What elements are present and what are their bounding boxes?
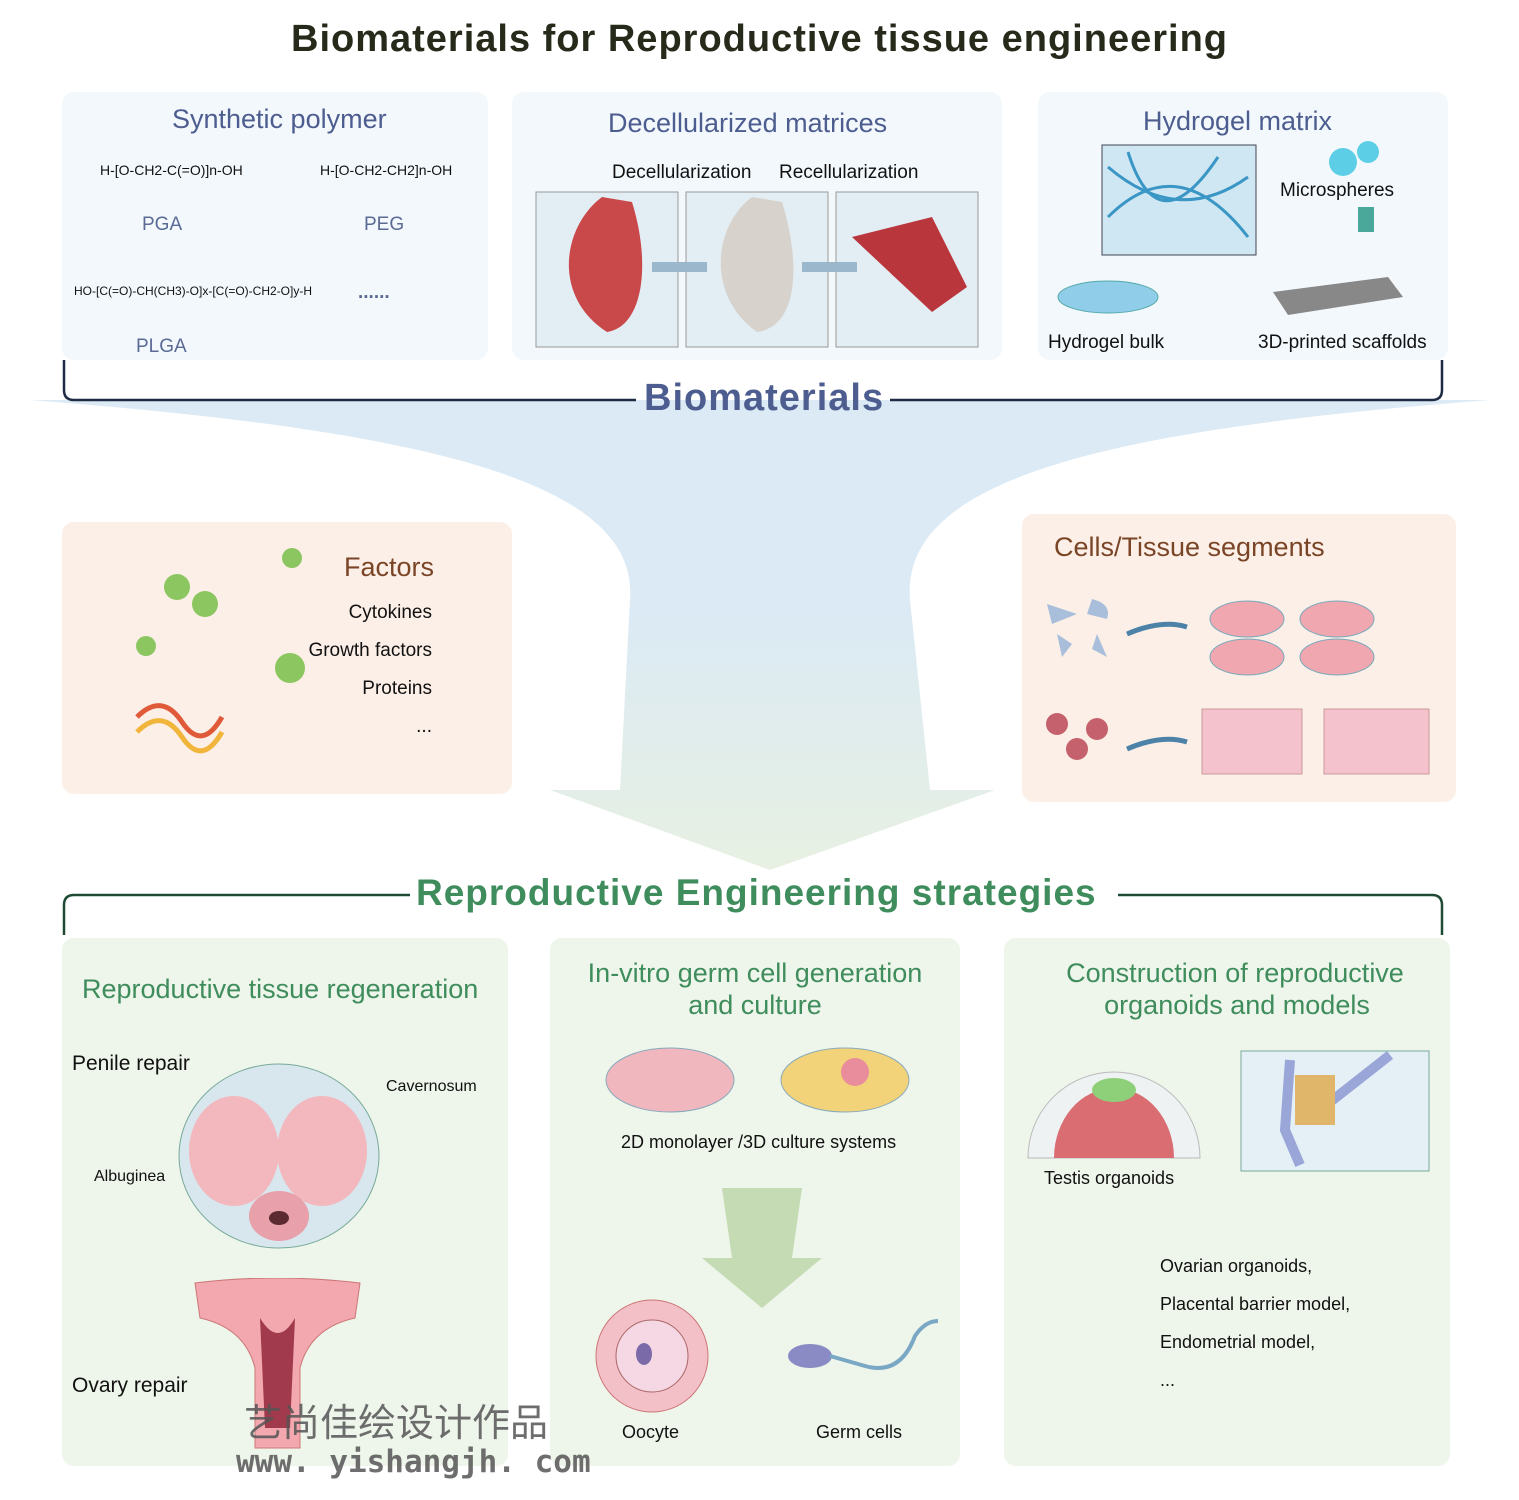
synthetic-polymer-heading: Synthetic polymer bbox=[172, 104, 387, 134]
testis-organoid-illustration bbox=[1027, 1071, 1201, 1159]
decellularized-heading: Decellularized matrices bbox=[608, 108, 888, 138]
oocyte-label: Oocyte bbox=[622, 1422, 680, 1442]
factors-panel: Factors Cytokines Growth factors Protein… bbox=[62, 522, 512, 794]
strategies-bracket bbox=[62, 893, 1444, 935]
cavernosum-label: Cavernosum bbox=[386, 1078, 477, 1095]
recellularization-label: Recellularization bbox=[779, 162, 919, 183]
uterus-illustration bbox=[194, 1278, 361, 1449]
penis-cross-section bbox=[178, 1063, 380, 1249]
page-title: Biomaterials for Reproductive tissue eng… bbox=[291, 18, 1228, 60]
scaffolds-label: 3D-printed scaffolds bbox=[1258, 332, 1427, 353]
strategies-label: Reproductive Engineering strategies bbox=[416, 872, 1097, 913]
peg-structure: H-[O-CH2-CH2]n-OH bbox=[320, 162, 453, 178]
microspheres-label: Microspheres bbox=[1280, 180, 1395, 201]
more-polymers: ...... bbox=[358, 282, 390, 303]
invitro-heading-line2: and culture bbox=[688, 990, 822, 1020]
factor-item: Growth factors bbox=[308, 640, 432, 661]
organ-illustrations bbox=[535, 191, 979, 348]
factors-heading: Factors bbox=[343, 552, 434, 582]
peg-label: PEG bbox=[364, 214, 405, 235]
biomaterials-bracket bbox=[62, 360, 1444, 402]
decellularized-panel: Decellularized matrices Decellularizatio… bbox=[512, 92, 1002, 360]
regeneration-panel: Reproductive tissue regeneration Penile … bbox=[62, 938, 508, 1466]
plga-label: PLGA bbox=[136, 336, 187, 357]
pga-structure: H-[O-CH2-C(=O)]n-OH bbox=[100, 162, 243, 178]
cells-heading: Cells/Tissue segments bbox=[1054, 532, 1325, 562]
germ-cells-label: Germ cells bbox=[816, 1422, 903, 1442]
hydrogel-illustration bbox=[1057, 141, 1403, 315]
oocyte-illustration bbox=[595, 1299, 709, 1413]
funnel-background bbox=[30, 400, 1490, 870]
decellularization-label: Decellularization bbox=[612, 162, 752, 183]
pga-label: PGA bbox=[142, 214, 183, 235]
culture-systems-label: 2D monolayer /3D culture systems bbox=[621, 1132, 897, 1152]
placental-model-illustration bbox=[1240, 1050, 1430, 1172]
ovary-repair-label: Ovary repair bbox=[72, 1374, 188, 1397]
cell-culture-illustration bbox=[1046, 599, 1430, 775]
synthetic-polymer-panel: Synthetic polymer H-[O-CH2-C(=O)]n-OH PG… bbox=[62, 92, 488, 360]
biomaterials-label: Biomaterials bbox=[644, 377, 885, 419]
organoid-list-item: Ovarian organoids, bbox=[1160, 1256, 1313, 1276]
hydrogel-panel: Hydrogel matrix Microspheres Hydrogel bu… bbox=[1038, 92, 1448, 360]
organoids-heading-line2: organoids and models bbox=[1104, 990, 1370, 1020]
cells-panel: Cells/Tissue segments bbox=[1022, 514, 1456, 802]
organoids-panel: Construction of reproductive organoids a… bbox=[1004, 938, 1450, 1466]
factor-spheres bbox=[135, 548, 305, 754]
watermark-url: www. yishangjh. com bbox=[236, 1444, 591, 1480]
invitro-panel: In-vitro germ cell generation and cultur… bbox=[550, 938, 960, 1466]
regeneration-heading: Reproductive tissue regeneration bbox=[82, 974, 479, 1004]
factor-item: Cytokines bbox=[348, 602, 432, 623]
organoids-heading-line1: Construction of reproductive bbox=[1066, 958, 1404, 988]
organoid-list-item: ... bbox=[1160, 1370, 1176, 1390]
albuginea-label: Albuginea bbox=[94, 1168, 166, 1185]
watermark-chinese: 艺尚佳绘设计作品 bbox=[244, 1403, 549, 1445]
hydrogel-bulk-label: Hydrogel bulk bbox=[1048, 332, 1165, 353]
plga-structure: HO-[C(=O)-CH(CH3)-O]x-[C(=O)-CH2-O]y-H bbox=[74, 284, 312, 298]
sperm-illustration bbox=[788, 1319, 939, 1370]
testis-organoids-label: Testis organoids bbox=[1044, 1168, 1175, 1188]
organoid-list-item: Placental barrier model, bbox=[1160, 1294, 1351, 1314]
down-arrow bbox=[702, 1188, 822, 1308]
factor-item: Proteins bbox=[362, 678, 432, 699]
factor-item: ... bbox=[416, 716, 432, 737]
hydrogel-heading: Hydrogel matrix bbox=[1143, 106, 1333, 136]
organoid-list-item: Endometrial model, bbox=[1160, 1332, 1316, 1352]
invitro-heading-line1: In-vitro germ cell generation bbox=[587, 958, 923, 988]
penile-repair-label: Penile repair bbox=[72, 1052, 190, 1075]
culture-dishes bbox=[605, 1047, 910, 1113]
